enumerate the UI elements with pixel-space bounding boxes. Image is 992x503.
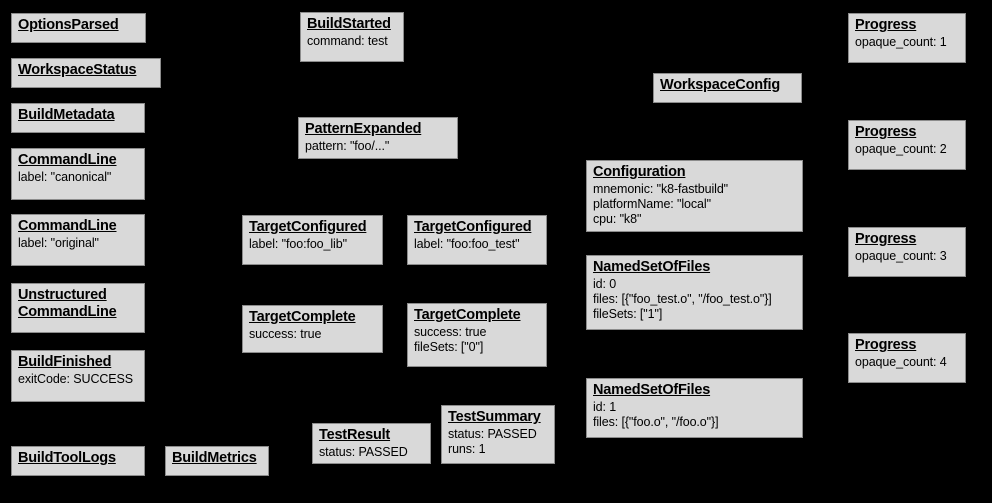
- node-fields: status: PASSED: [319, 445, 424, 460]
- node-field: label: "foo:foo_lib": [249, 237, 347, 252]
- node-field: files: [{"foo.o", "/foo.o"}]: [593, 414, 719, 429]
- node-field: fileSets: ["1"]: [593, 306, 663, 321]
- node-title: BuildMetadata: [18, 107, 115, 123]
- node-field: fileSets: ["0"]: [414, 339, 484, 354]
- node-title: Progress: [855, 231, 917, 247]
- node-title: Progress: [855, 337, 917, 353]
- node-title: CommandLine: [18, 218, 117, 234]
- node-field: platformName: "local": [593, 196, 711, 211]
- node-field: success: true: [249, 327, 322, 342]
- node-command-line-original[interactable]: CommandLine label: "original": [11, 214, 145, 266]
- node-title: CommandLine: [18, 152, 117, 168]
- node-command-line-canonical[interactable]: CommandLine label: "canonical": [11, 148, 145, 200]
- node-title: BuildFinished: [18, 354, 112, 370]
- node-field: label: "foo:foo_test": [414, 237, 520, 252]
- node-title: NamedSetOfFiles: [593, 382, 711, 398]
- node-field: success: true: [414, 325, 487, 340]
- node-progress-2[interactable]: Progress opaque_count: 2: [848, 120, 966, 170]
- node-target-configured-foo-test[interactable]: TargetConfigured label: "foo:foo_test": [407, 215, 547, 265]
- node-field: opaque_count: 4: [855, 355, 947, 370]
- node-build-tool-logs[interactable]: BuildToolLogs: [11, 446, 145, 476]
- node-fields: command: test: [307, 34, 397, 49]
- node-title: TestResult: [319, 427, 391, 443]
- node-fields: success: true: [249, 327, 376, 342]
- node-title: BuildStarted: [307, 16, 391, 32]
- node-build-metrics[interactable]: BuildMetrics: [165, 446, 269, 476]
- node-field: opaque_count: 3: [855, 249, 947, 264]
- node-configuration[interactable]: Configuration mnemonic: "k8-fastbuild"pla…: [586, 160, 803, 232]
- node-title: TargetConfigured: [249, 219, 367, 235]
- node-field: status: PASSED: [319, 445, 408, 460]
- node-build-finished[interactable]: BuildFinished exitCode: SUCCESS: [11, 350, 145, 402]
- node-field: exitCode: SUCCESS: [18, 372, 134, 387]
- node-title: TargetConfigured: [414, 219, 532, 235]
- node-field: id: 1: [593, 400, 617, 415]
- node-progress-3[interactable]: Progress opaque_count: 3: [848, 227, 966, 277]
- node-field: status: PASSED: [448, 427, 537, 442]
- node-target-configured-foo-lib[interactable]: TargetConfigured label: "foo:foo_lib": [242, 215, 383, 265]
- node-fields: opaque_count: 4: [855, 355, 959, 370]
- node-field: label: "original": [18, 236, 99, 251]
- node-test-result[interactable]: TestResult status: PASSED: [312, 423, 431, 464]
- node-title: Unstructured CommandLine: [18, 287, 117, 321]
- node-fields: exitCode: SUCCESS: [18, 372, 138, 387]
- node-build-started[interactable]: BuildStarted command: test: [300, 12, 404, 62]
- node-unstructured-command-line[interactable]: Unstructured CommandLine: [11, 283, 145, 333]
- node-fields: opaque_count: 3: [855, 249, 959, 264]
- node-title: Progress: [855, 17, 917, 33]
- node-fields: label: "foo:foo_test": [414, 237, 540, 252]
- node-title: OptionsParsed: [18, 17, 119, 33]
- node-field: id: 0: [593, 277, 617, 292]
- node-fields: label: "canonical": [18, 170, 138, 185]
- node-title: Configuration: [593, 164, 686, 180]
- node-fields: opaque_count: 2: [855, 142, 959, 157]
- node-title: BuildMetrics: [172, 450, 257, 466]
- node-title: WorkspaceConfig: [660, 77, 781, 93]
- node-field: files: [{"foo_test.o", "/foo_test.o"}]: [593, 291, 772, 306]
- node-title: Progress: [855, 124, 917, 140]
- node-title: TargetComplete: [249, 309, 356, 325]
- node-field: command: test: [307, 34, 388, 49]
- node-title: NamedSetOfFiles: [593, 259, 711, 275]
- node-pattern-expanded[interactable]: PatternExpanded pattern: "foo/...": [298, 117, 458, 159]
- node-title: PatternExpanded: [305, 121, 422, 137]
- node-field: opaque_count: 2: [855, 142, 947, 157]
- node-progress-4[interactable]: Progress opaque_count: 4: [848, 333, 966, 383]
- node-build-metadata[interactable]: BuildMetadata: [11, 103, 145, 133]
- node-field: label: "canonical": [18, 170, 112, 185]
- node-fields: pattern: "foo/...": [305, 139, 451, 154]
- node-fields: label: "foo:foo_lib": [249, 237, 376, 252]
- node-options-parsed[interactable]: OptionsParsed: [11, 13, 146, 43]
- node-field: opaque_count: 1: [855, 35, 947, 50]
- node-field: runs: 1: [448, 441, 486, 456]
- node-target-complete-foo-lib[interactable]: TargetComplete success: true: [242, 305, 383, 353]
- node-workspace-config[interactable]: WorkspaceConfig: [653, 73, 802, 103]
- node-field: cpu: "k8": [593, 211, 642, 226]
- node-fields: label: "original": [18, 236, 138, 251]
- node-fields: opaque_count: 1: [855, 35, 959, 50]
- node-field: mnemonic: "k8-fastbuild": [593, 182, 729, 197]
- node-fields: mnemonic: "k8-fastbuild"platformName: "l…: [593, 182, 796, 226]
- node-title: TestSummary: [448, 409, 541, 425]
- node-title: WorkspaceStatus: [18, 62, 137, 78]
- node-title: BuildToolLogs: [18, 450, 116, 466]
- node-title: TargetComplete: [414, 307, 521, 323]
- node-progress-1[interactable]: Progress opaque_count: 1: [848, 13, 966, 63]
- node-field: pattern: "foo/...": [305, 139, 390, 154]
- node-workspace-status[interactable]: WorkspaceStatus: [11, 58, 161, 88]
